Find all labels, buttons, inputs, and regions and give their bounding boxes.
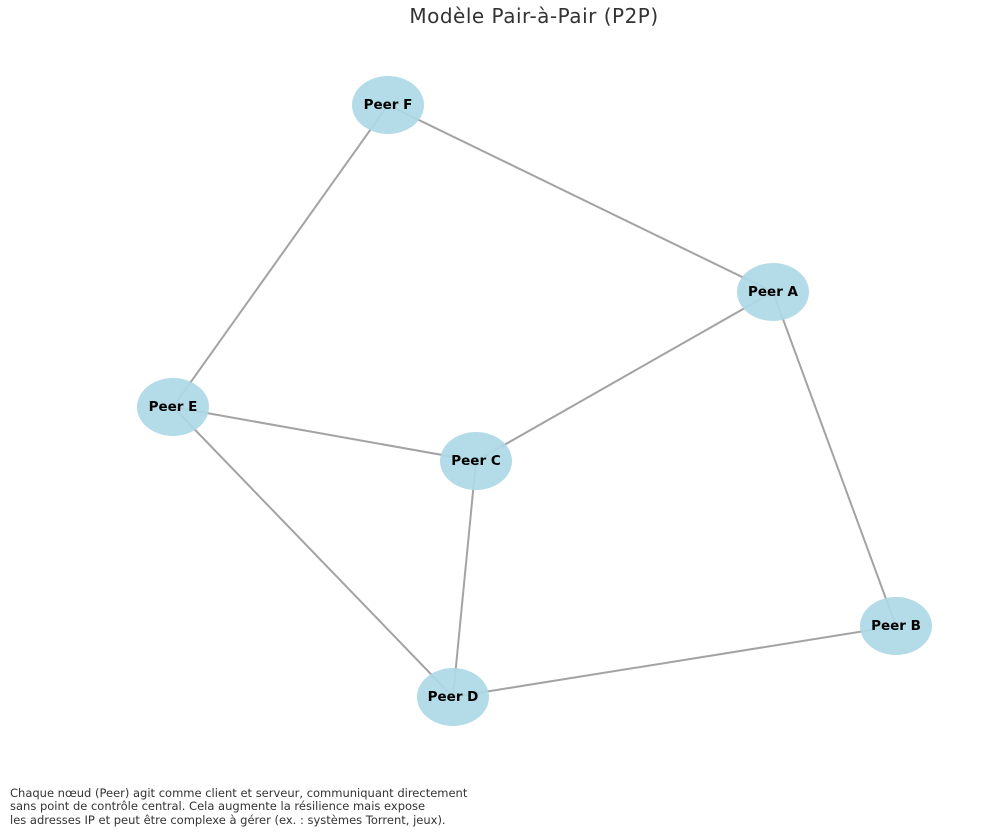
edge-e-d: [172, 406, 454, 698]
peer-node-label: Peer C: [451, 453, 501, 469]
edge-a-c: [475, 291, 774, 462]
edge-a-b: [772, 291, 897, 627]
peer-node-circle: [440, 432, 512, 490]
peer-node-d: Peer D: [417, 668, 489, 726]
peer-node-e: Peer E: [137, 378, 209, 436]
edges-layer: [172, 104, 897, 698]
peer-node-label: Peer E: [149, 399, 198, 415]
peer-node-circle: [860, 597, 932, 655]
edge-f-e: [172, 104, 389, 408]
peer-node-b: Peer B: [860, 597, 932, 655]
peer-node-circle: [737, 263, 809, 321]
peer-node-label: Peer B: [871, 618, 921, 634]
edge-e-c: [172, 406, 477, 462]
peer-node-label: Peer D: [428, 689, 479, 705]
diagram-caption: Chaque nœud (Peer) agit comme client et …: [10, 786, 468, 827]
peer-node-label: Peer A: [748, 284, 799, 300]
peer-node-circle: [352, 76, 424, 134]
peer-node-circle: [417, 668, 489, 726]
caption-line-2: sans point de contrôle central. Cela aug…: [10, 799, 426, 814]
diagram-title: Modèle Pair-à-Pair (P2P): [409, 4, 659, 28]
peer-node-circle: [137, 378, 209, 436]
peer-node-label: Peer F: [364, 97, 413, 113]
caption-line-3: les adresses IP et peut être complexe à …: [10, 812, 446, 827]
edge-c-d: [452, 460, 477, 698]
peer-node-a: Peer A: [737, 263, 809, 321]
nodes-layer: Peer A Peer B Peer C Peer D Peer E Peer F: [137, 76, 932, 726]
peer-node-f: Peer F: [352, 76, 424, 134]
edge-f-a: [387, 104, 774, 293]
peer-node-c: Peer C: [440, 432, 512, 490]
caption-line-1: Chaque nœud (Peer) agit comme client et …: [10, 786, 468, 800]
edge-d-b: [452, 625, 897, 698]
